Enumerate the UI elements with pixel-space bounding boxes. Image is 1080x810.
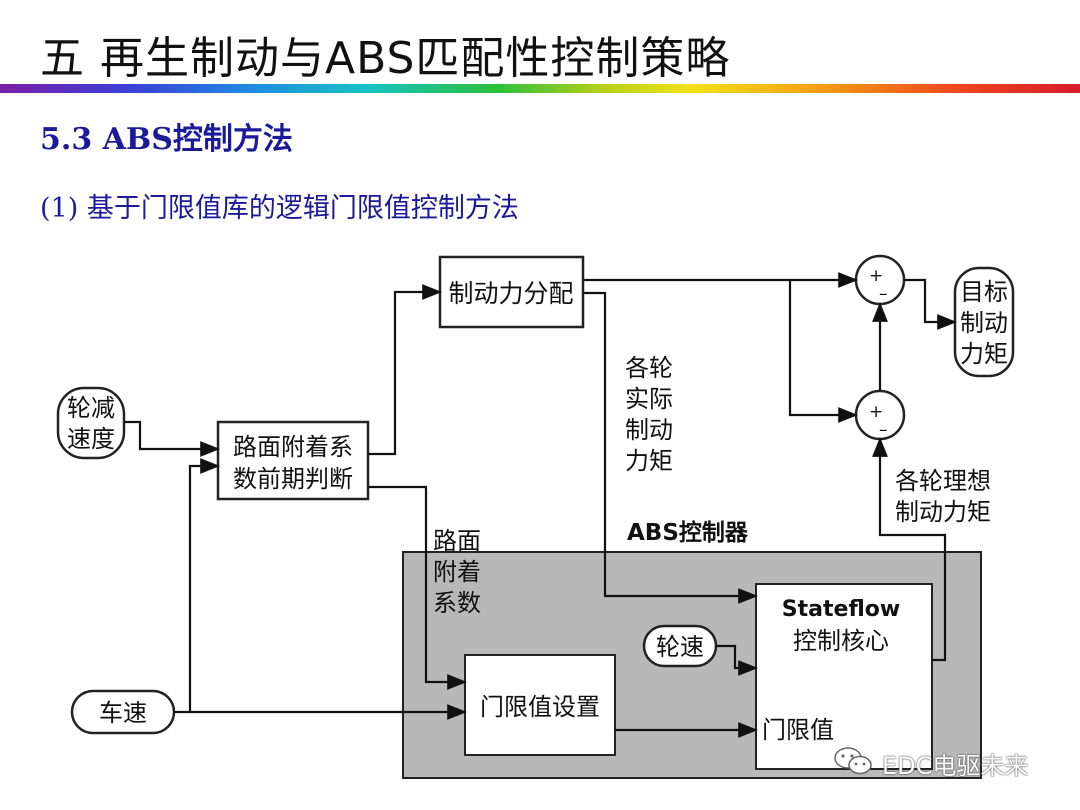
target-torque-line3: 力矩 [960,340,1008,368]
subsection-heading: (1) 基于门限值库的逻辑门限值控制方法 [40,193,519,224]
stateflow-label-line1: Stateflow [782,597,900,622]
threshold-setting-label: 门限值设置 [480,693,600,721]
road-coeff-line3: 系数 [433,589,481,617]
judge-label-line2: 数前期判断 [233,465,353,493]
watermark-text: EDC电驱未来 [882,752,1029,780]
conn-speed-to-judge [188,458,220,712]
sum-top-minus: – [879,284,888,304]
conn-branch-to-sum-bottom [788,280,858,423]
conn-judge-to-dist [368,284,442,456]
conn-wheelspeed-to-stateflow [716,644,758,676]
sum-bottom-plus: + [869,402,883,422]
conn-judge-to-threshold [368,485,467,690]
stateflow-label-line2: 控制核心 [793,627,889,655]
ideal-torque-line1: 各轮理想 [895,467,991,495]
wechat-icon [834,747,872,775]
rainbow-divider [0,84,1080,93]
target-torque-line2: 制动 [960,309,1008,337]
wheel-speed-label: 轮速 [656,633,704,661]
sum-top-plus: + [869,266,883,286]
judge-label-line1: 路面附着系 [233,433,353,461]
actual-torque-line2: 实际 [625,385,673,413]
section-heading: 5.3 ABS控制方法 [40,122,293,157]
target-torque-line1: 目标 [960,278,1008,306]
conn-actual-torque-to-stateflow [583,291,758,604]
wheel-decel-line1: 轮减 [67,394,115,422]
conn-stateflow-to-sum-bottom [872,437,947,662]
slide-title: 五 再生制动与ABS匹配性控制策略 [40,33,731,84]
vehicle-speed-label: 车速 [99,699,147,727]
road-coeff-line1: 路面 [433,527,481,555]
conn-decel-to-judge [124,420,220,457]
threshold-setting-block [464,654,616,756]
actual-torque-line1: 各轮 [625,354,673,382]
brake-force-dist-label: 制动力分配 [448,279,573,308]
road-adhesion-judge-block [216,420,370,501]
actual-torque-line3: 制动 [625,416,673,444]
conn-sum-to-target [904,278,957,330]
actual-torque-line4: 力矩 [625,447,673,475]
stateflow-core-block [755,583,933,770]
brake-force-distribution-block [438,255,585,329]
threshold-input-label: 门限值 [762,716,834,744]
ideal-torque-line2: 制动力矩 [895,498,991,526]
sum-bottom-minus: – [879,420,888,440]
abs-controller-label: ABS控制器 [627,519,749,546]
road-coeff-line2: 附着 [433,558,481,586]
wheel-decel-line2: 速度 [67,425,115,453]
